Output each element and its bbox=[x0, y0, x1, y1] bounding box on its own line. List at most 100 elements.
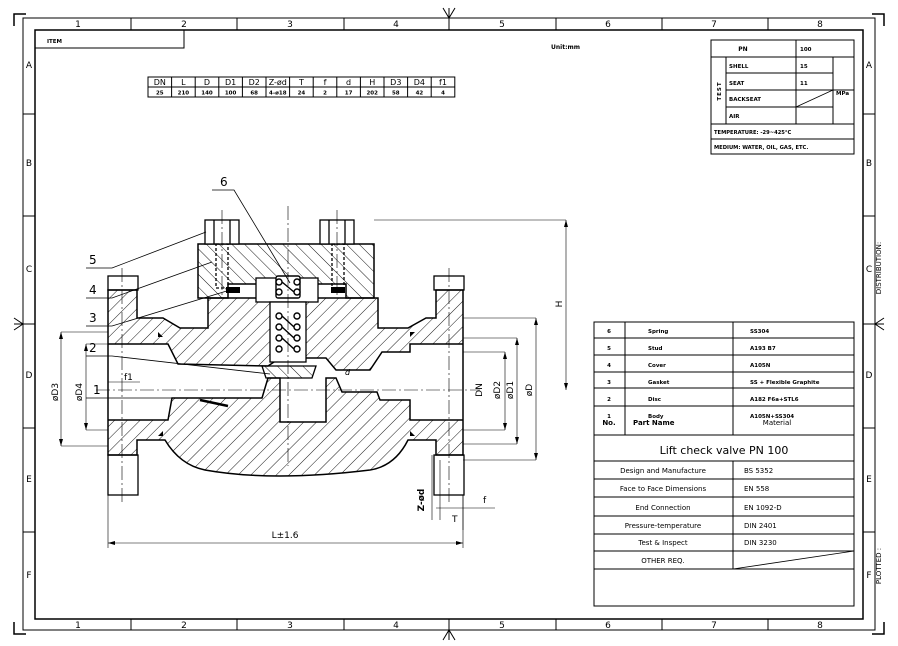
parts-row-material: SS + Flexible Graphite bbox=[750, 380, 820, 386]
test-label: TEST bbox=[717, 81, 723, 100]
parts-row-name: Body bbox=[648, 414, 664, 420]
dim-table-value: 100 bbox=[225, 91, 237, 97]
valve-section-view: øD3 øD4 f1 DN øD2 øD1 øD H L±1.6 Z-ød T … bbox=[51, 206, 568, 548]
parts-row-no: 2 bbox=[607, 397, 611, 403]
callout-5: 5 bbox=[89, 253, 97, 267]
column-label: 8 bbox=[817, 621, 823, 631]
dim-table-header: L bbox=[181, 78, 186, 87]
column-label: 7 bbox=[711, 20, 717, 30]
standard-value: BS 5352 bbox=[744, 467, 773, 475]
gasket-right bbox=[331, 287, 345, 293]
drawing-title: Lift check valve PN 100 bbox=[660, 444, 789, 457]
dim-label-f1: f1 bbox=[124, 373, 133, 383]
dim-table-value: 4-ø18 bbox=[269, 91, 287, 97]
backseat-label: BACKSEAT bbox=[729, 97, 761, 103]
column-label: 7 bbox=[711, 621, 717, 631]
dim-table-value: 58 bbox=[392, 91, 400, 97]
dim-table-header: f1 bbox=[439, 78, 447, 87]
dim-table-value: 24 bbox=[298, 91, 306, 97]
dim-table-header: D1 bbox=[225, 78, 236, 87]
row-label: B bbox=[26, 159, 32, 169]
row-label: D bbox=[866, 371, 873, 381]
spring bbox=[275, 275, 301, 353]
dim-label-d1: øD1 bbox=[506, 381, 516, 399]
left-flange-bottom bbox=[107, 454, 139, 496]
row-label: A bbox=[26, 61, 33, 71]
parts-row-name: Stud bbox=[648, 346, 663, 352]
dim-label-d3: øD3 bbox=[51, 383, 61, 401]
dim-label-d4: øD4 bbox=[75, 383, 85, 401]
dim-table-header: DN bbox=[154, 78, 166, 87]
distribution-label: DISTRIBUTION: bbox=[875, 242, 883, 294]
dim-label-f: f bbox=[483, 496, 487, 506]
parts-row-material: A193 B7 bbox=[750, 346, 776, 352]
dim-table-header: d bbox=[346, 78, 351, 87]
unit-label: Unit:mm bbox=[551, 44, 580, 51]
row-label: F bbox=[866, 571, 871, 581]
dim-table-value: 202 bbox=[366, 91, 378, 97]
dim-table-value: 25 bbox=[156, 91, 164, 97]
column-label: 6 bbox=[605, 20, 611, 30]
parts-row-material: SS304 bbox=[750, 329, 769, 335]
column-label: 5 bbox=[499, 621, 505, 631]
column-label: 8 bbox=[817, 20, 823, 30]
parts-row-name: Cover bbox=[648, 363, 666, 369]
drawing-frame bbox=[13, 7, 885, 641]
callout-6: 6 bbox=[220, 175, 228, 189]
dim-table-header: D4 bbox=[414, 78, 425, 87]
standard-label: Test & Inspect bbox=[637, 539, 687, 547]
dim-label-dn: DN bbox=[475, 383, 485, 397]
parts-row-material: A182 F6a+STL6 bbox=[750, 397, 799, 403]
column-label: 3 bbox=[287, 621, 293, 631]
standard-value: DIN 2401 bbox=[744, 522, 777, 530]
callout-4: 4 bbox=[89, 283, 97, 297]
cover-section bbox=[197, 243, 375, 299]
column-label: 2 bbox=[181, 20, 187, 30]
row-label: E bbox=[26, 475, 32, 485]
row-label: F bbox=[26, 571, 31, 581]
disc bbox=[261, 365, 317, 379]
pn-value: 100 bbox=[800, 47, 812, 53]
dim-table-header: T bbox=[298, 78, 304, 87]
shell-label: SHELL bbox=[729, 64, 749, 70]
dimension-arrows bbox=[59, 220, 568, 545]
column-label: 4 bbox=[393, 621, 399, 631]
dim-table-value: 42 bbox=[416, 91, 424, 97]
standard-label: End Connection bbox=[635, 504, 690, 512]
dim-label-l: L±1.6 bbox=[272, 531, 299, 541]
parts-row-name: Disc bbox=[648, 397, 661, 403]
standard-label: Face to Face Dimensions bbox=[620, 485, 707, 493]
column-label: 2 bbox=[181, 621, 187, 631]
column-label: 6 bbox=[605, 621, 611, 631]
shell-value: 15 bbox=[800, 64, 808, 70]
row-label: D bbox=[26, 371, 33, 381]
dim-table-value: 210 bbox=[178, 91, 190, 97]
parts-row-no: 3 bbox=[607, 380, 611, 386]
dim-label-d: øD bbox=[525, 384, 535, 397]
dim-table-value: 140 bbox=[201, 91, 213, 97]
dim-label-zd: Z-ød bbox=[417, 489, 427, 512]
column-label: 5 bbox=[499, 20, 505, 30]
column-label: 1 bbox=[75, 20, 81, 30]
column-label: 3 bbox=[287, 20, 293, 30]
standard-value: DIN 3230 bbox=[744, 539, 777, 547]
dim-table-header: Z-ød bbox=[269, 78, 287, 87]
parts-row-name: Spring bbox=[648, 329, 668, 335]
standard-value: EN 558 bbox=[744, 485, 769, 493]
temperature-text: TEMPERATURE: -29~425°C bbox=[714, 130, 792, 136]
parts-row-no: 5 bbox=[607, 346, 611, 352]
dim-table-header: D2 bbox=[249, 78, 260, 87]
dim-table-header: D3 bbox=[390, 78, 401, 87]
parts-header-no: No. bbox=[602, 419, 615, 427]
callout-2: 2 bbox=[89, 341, 97, 355]
parts-header-name: Part Name bbox=[633, 419, 675, 427]
dim-table-value: 2 bbox=[323, 91, 327, 97]
seat-value: 11 bbox=[800, 81, 808, 87]
air-label: AIR bbox=[729, 114, 740, 120]
